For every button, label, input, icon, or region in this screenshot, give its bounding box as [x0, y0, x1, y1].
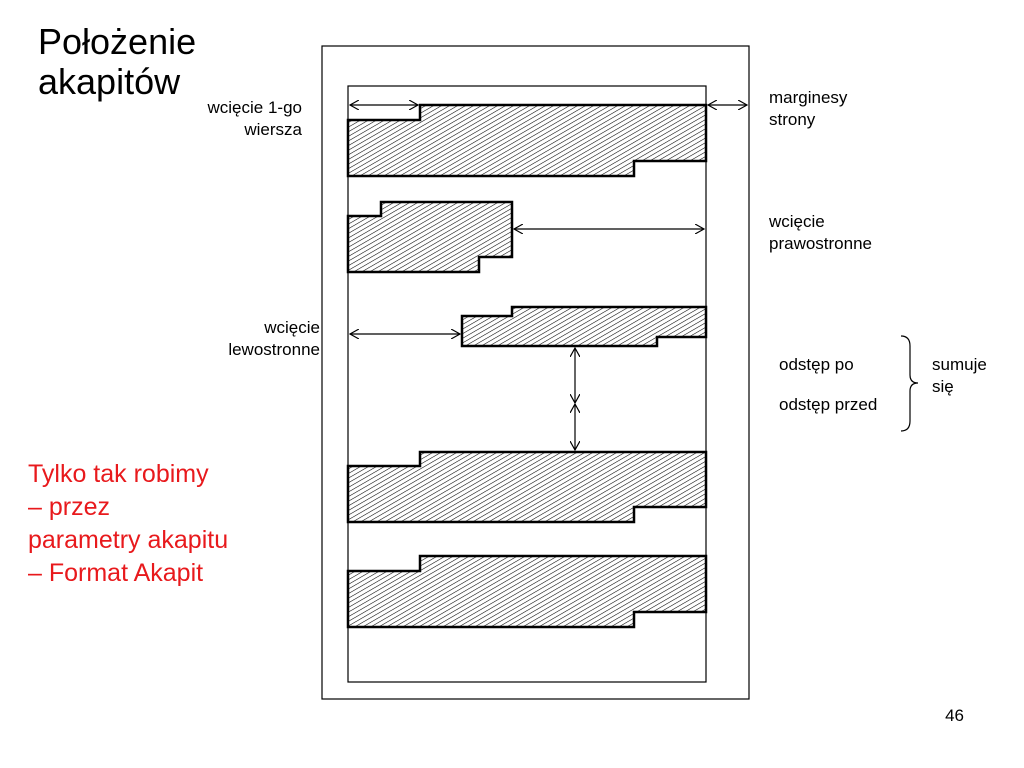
paragraph-block-4: [346, 450, 708, 524]
right-indent-label-line-2: prawostronne: [769, 234, 873, 253]
slide-title: Położenie akapitów: [38, 22, 196, 102]
red-note-line-4: – Format Akapit: [28, 559, 204, 587]
title-line-1: Położenie: [38, 21, 197, 62]
left-indent-label: wcięcie lewostronne: [228, 317, 320, 361]
page-outline: [321, 45, 750, 700]
page-margins-label-line-2: strony: [769, 110, 816, 129]
red-note-line-1: Tylko tak robimy: [28, 460, 209, 488]
space-after-label: odstęp po: [779, 355, 854, 374]
first-line-indent-label-line-1: wcięcie 1-go: [207, 98, 303, 117]
page-margins-label-line-1: marginesy: [769, 88, 848, 107]
text-area-outline: [347, 85, 707, 683]
right-indent-label-line-1: wcięcie: [769, 212, 825, 231]
paragraph-block-3: [460, 305, 708, 348]
sum-label-line-2: się: [932, 377, 954, 396]
space-before-label: odstęp przed: [779, 395, 878, 414]
first-line-indent-label-line-2: wiersza: [244, 120, 302, 139]
paragraph-block-1: [346, 103, 708, 178]
right-indent-label: wcięcie prawostronne: [769, 211, 872, 255]
title-line-2: akapitów: [38, 61, 181, 102]
sum-brace: [900, 335, 919, 432]
page-number: 46: [945, 706, 964, 725]
page-margins-label: marginesy strony: [769, 87, 847, 131]
paragraph-block-5: [346, 554, 708, 629]
red-note: Tylko tak robimy – przez parametry akapi…: [28, 458, 228, 590]
red-note-line-2: – przez: [28, 493, 110, 521]
sum-label: sumuje się: [932, 354, 987, 398]
left-indent-label-line-2: lewostronne: [228, 340, 320, 359]
sum-label-line-1: sumuje: [932, 355, 987, 374]
first-line-indent-label: wcięcie 1-go wiersza: [208, 97, 303, 141]
paragraph-block-2: [346, 200, 514, 274]
left-indent-label-line-1: wcięcie: [264, 318, 320, 337]
red-note-line-3: parametry akapitu: [28, 526, 229, 554]
